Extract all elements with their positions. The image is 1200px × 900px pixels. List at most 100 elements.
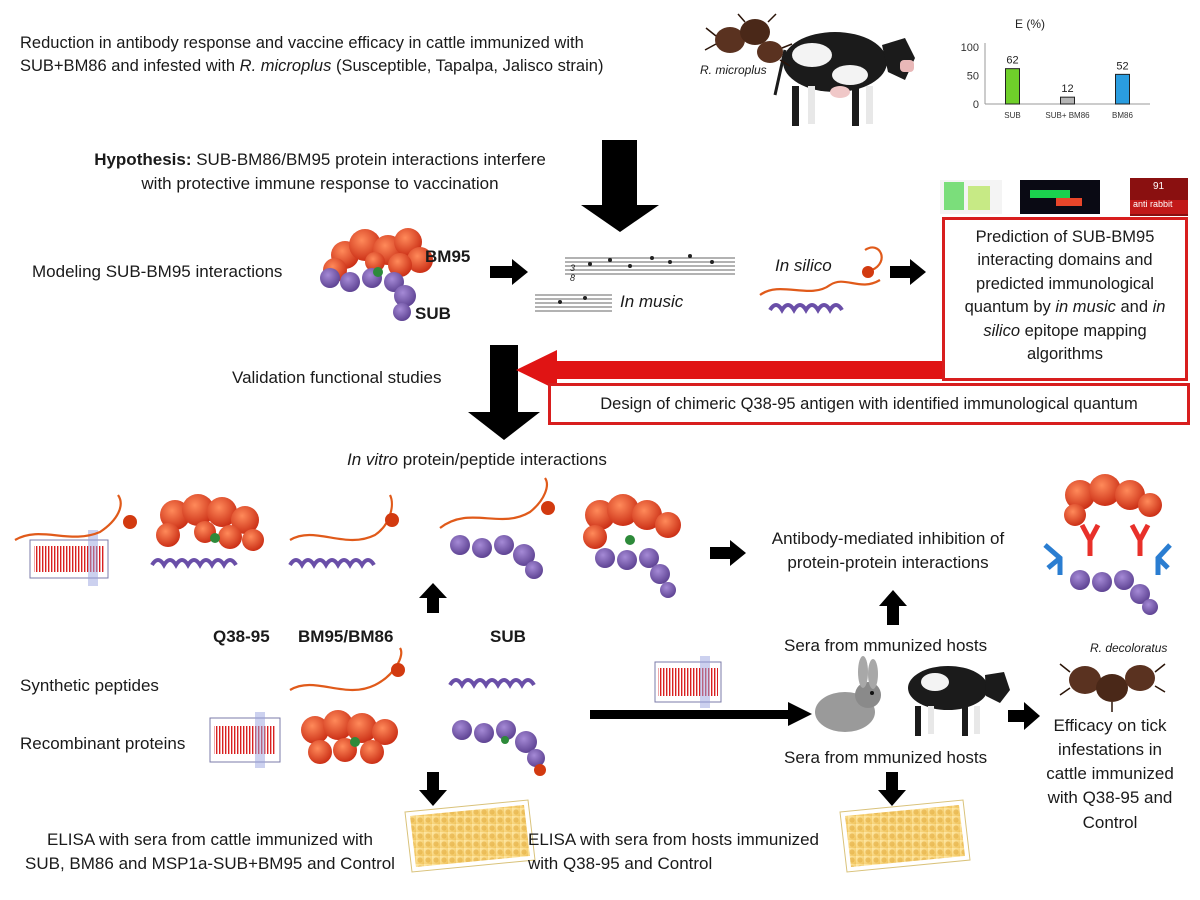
elisa-left-line-2: SUB, BM86 and MSP1a-SUB+BM95 and Control bbox=[25, 853, 395, 873]
thumb-antirabbit-label: anti rabbit bbox=[1133, 199, 1173, 209]
prediction-line-4-c: and bbox=[1115, 298, 1153, 317]
chart-y-tick-label: 100 bbox=[961, 42, 979, 54]
hypothesis-label: Hypothesis: bbox=[94, 150, 192, 169]
efficacy-line-1: Efficacy on tick bbox=[1053, 716, 1167, 735]
sera-top-label: Sera from mmunized hosts bbox=[784, 636, 988, 655]
prediction-line-2: interacting domains and bbox=[977, 251, 1153, 270]
in-vitro-rest: protein/peptide interactions bbox=[398, 450, 607, 469]
synthetic-sub-peptide bbox=[448, 678, 536, 689]
header-line-2-italic: R. microplus bbox=[239, 57, 332, 76]
peptide-graph-1 bbox=[14, 494, 137, 586]
recombinant-q38-graph bbox=[209, 712, 281, 768]
down-arrow-elisa-right bbox=[878, 772, 906, 806]
inhibition-line-2: protein-protein interactions bbox=[787, 552, 989, 572]
peptide-sub-2 bbox=[439, 477, 555, 579]
design-box: Design of chimeric Q38-95 antigen with i… bbox=[548, 383, 1190, 425]
chart-y-tick-label: 0 bbox=[973, 99, 979, 111]
column-bm: BM95/BM86 bbox=[298, 627, 394, 646]
long-arrow-shaft bbox=[590, 710, 790, 719]
ticks-top-image bbox=[704, 13, 793, 67]
up-arrow-mid bbox=[419, 583, 447, 613]
elisa-plate-right bbox=[839, 799, 971, 873]
in-music-label: In music bbox=[620, 292, 684, 311]
efficacy-line-3: cattle immunized bbox=[1046, 764, 1174, 784]
elisa-left-text: ELISA with sera from cattle immunized wi… bbox=[20, 828, 400, 876]
q38-graph-arrow bbox=[654, 656, 722, 708]
down-arrow-validation bbox=[468, 345, 540, 440]
music-number-a: 3 bbox=[570, 263, 576, 273]
cow-tick-label: R. microplus bbox=[700, 63, 767, 77]
right-arrow-1 bbox=[490, 259, 528, 285]
peptide-sub-1 bbox=[288, 494, 399, 569]
prediction-line-1: Prediction of SUB-BM95 bbox=[975, 228, 1155, 246]
prediction-line-5-a: silico bbox=[983, 321, 1021, 340]
prediction-line-4-d: in bbox=[1152, 298, 1166, 317]
molecule-complex-2 bbox=[583, 494, 681, 598]
cow-top-image bbox=[773, 32, 915, 126]
down-arrow-hypothesis bbox=[581, 140, 659, 232]
antibody-inhibition-image bbox=[1043, 474, 1172, 615]
bm95-label: BM95 bbox=[425, 247, 471, 266]
in-silico-structure bbox=[759, 246, 883, 314]
red-arrow-shaft bbox=[555, 361, 942, 379]
header-line-2-post: (Susceptible, Tapalpa, Jalisco strain) bbox=[331, 57, 604, 76]
chart-title: E (%) bbox=[1015, 17, 1045, 31]
prediction-line-4-a: quantum by bbox=[964, 298, 1056, 317]
long-arrow-head bbox=[788, 702, 812, 726]
chart-bar bbox=[1005, 68, 1020, 105]
thumb-heatmap bbox=[1020, 180, 1100, 214]
column-sub: SUB bbox=[490, 627, 526, 646]
thumb-antirabbit bbox=[1130, 178, 1188, 216]
prediction-line-4-b: in music bbox=[1055, 298, 1116, 317]
molecule-bm95-sub bbox=[320, 228, 433, 321]
elisa-right-line-2: with Q38-95 and Control bbox=[528, 853, 713, 873]
row-synthetic: Synthetic peptides bbox=[20, 676, 159, 695]
header-line-2-pre: SUB+BM86 and infested with bbox=[20, 57, 240, 76]
thumb-antirabbit-number: 91 bbox=[1153, 181, 1165, 192]
header-line-2: SUB+BM86 and infested with R. microplus … bbox=[20, 55, 700, 78]
recombinant-sub-protein bbox=[452, 720, 546, 776]
chart-bar bbox=[1115, 73, 1130, 105]
sub-label: SUB bbox=[415, 304, 451, 323]
elisa-right-line-1: ELISA with sera from hosts immunized bbox=[528, 830, 820, 849]
efficacy-line-4: with Q38-95 and bbox=[1047, 788, 1173, 808]
efficacy-line-2: infestations in bbox=[1058, 740, 1162, 760]
chart-y-tick-label: 50 bbox=[967, 71, 979, 83]
right-arrow-efficacy bbox=[1008, 702, 1040, 730]
up-arrow-right bbox=[879, 590, 907, 625]
hypothesis-line-1-text: SUB-BM86/BM95 protein interactions inter… bbox=[191, 150, 546, 169]
hypothesis-line-1: Hypothesis: SUB-BM86/BM95 protein intera… bbox=[60, 148, 580, 172]
chart-data-label: 62 bbox=[1006, 55, 1018, 67]
music-number-b: 8 bbox=[570, 273, 576, 283]
column-q38: Q38-95 bbox=[213, 627, 270, 646]
chart-data-label: 52 bbox=[1116, 60, 1128, 72]
efficacy-text: Efficacy on tick infestations in cattle … bbox=[1030, 714, 1190, 835]
in-vitro-italic: In vitro bbox=[347, 450, 399, 469]
header-text: Reduction in antibody response and vacci… bbox=[20, 32, 700, 78]
prediction-box: Prediction of SUB-BM95 interacting domai… bbox=[942, 217, 1188, 381]
prediction-line-4: quantum by in music and in bbox=[945, 296, 1185, 319]
validation-label: Validation functional studies bbox=[232, 368, 442, 387]
inhibition-line-1: Antibody-mediated inhibition of bbox=[771, 529, 1005, 548]
chart-category-label: SUB+ BM86 bbox=[1045, 111, 1090, 120]
synthetic-q38-peptide bbox=[289, 647, 405, 692]
red-arrow-head bbox=[516, 350, 557, 390]
chart-category-label: SUB bbox=[1004, 111, 1020, 120]
prediction-line-6: algorithms bbox=[1026, 345, 1104, 364]
cow-bottom-image bbox=[908, 666, 1010, 736]
inhibition-text: Antibody-mediated inhibition of protein-… bbox=[748, 527, 1028, 575]
chart-bar bbox=[1060, 96, 1075, 105]
hypothesis-line-2: with protective immune response to vacci… bbox=[141, 173, 499, 193]
ticks-decoloratus-image bbox=[1059, 663, 1166, 712]
right-arrow-3 bbox=[710, 540, 746, 566]
elisa-left-line-1: ELISA with sera from cattle immunized wi… bbox=[47, 830, 373, 849]
efficacy-line-5: Control bbox=[1082, 812, 1138, 832]
down-arrow-elisa-left bbox=[419, 772, 447, 806]
row-recombinant: Recombinant proteins bbox=[20, 734, 186, 753]
right-arrow-2 bbox=[890, 259, 926, 285]
hypothesis-text: Hypothesis: SUB-BM86/BM95 protein intera… bbox=[60, 148, 580, 196]
